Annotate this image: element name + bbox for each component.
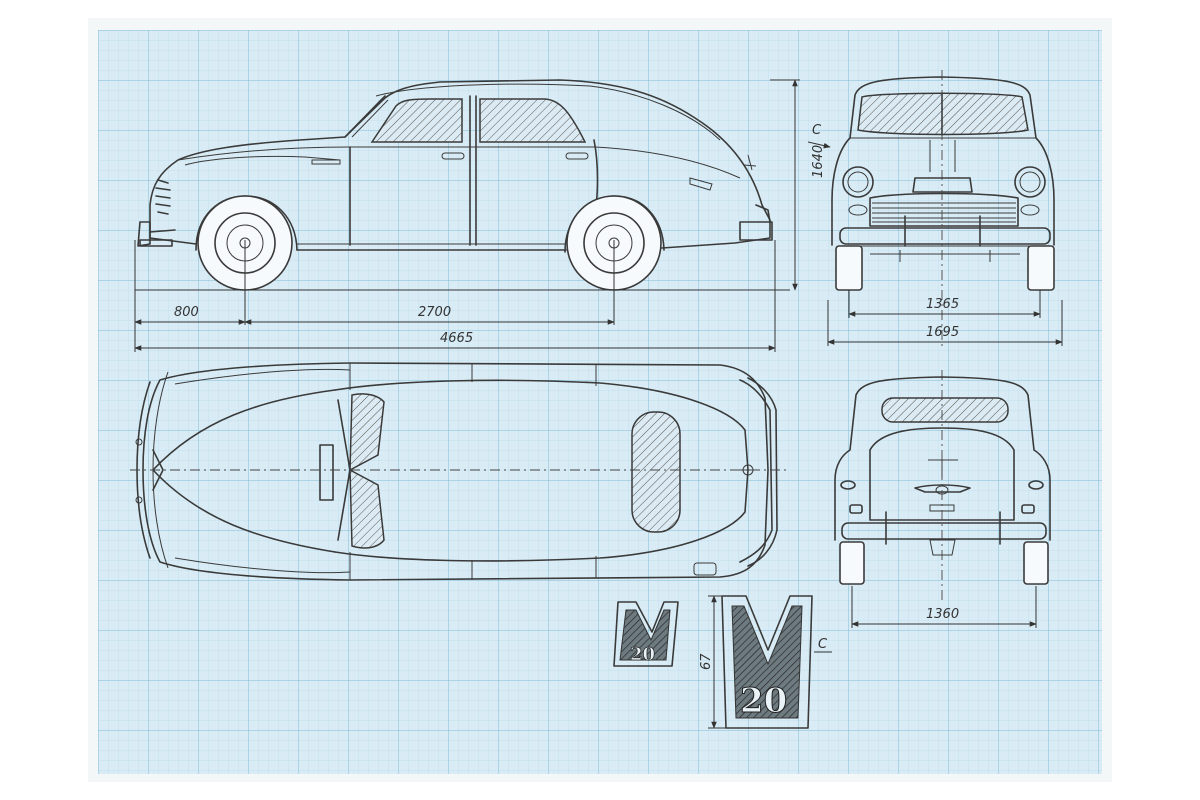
rear-view: [834, 370, 1051, 600]
emblem-large: 20: [721, 595, 813, 729]
emblem-small: 20: [613, 601, 679, 667]
dim-front-overhang: 800: [174, 305, 199, 320]
side-view-dimensions: 800 2700 4665 1640: [134, 79, 826, 352]
emblem-dimensions: 67 C: [699, 595, 832, 729]
top-view: [130, 362, 790, 581]
top-rear-window: [631, 411, 681, 533]
front-windshield: [857, 92, 1029, 136]
dim-emblem-height: 67: [699, 653, 714, 670]
side-view: [135, 79, 790, 291]
side-window-rear: [479, 98, 587, 143]
emblem-small-number: 20: [630, 644, 655, 665]
rear-window: [881, 397, 1009, 423]
emblem-marker-label: C: [818, 637, 828, 652]
rear-view-dimensions: 1360: [851, 586, 1037, 628]
top-windshield: [349, 393, 385, 472]
rear-bumper: [841, 522, 1047, 540]
headlight-left: [842, 166, 874, 198]
dim-front-track: 1365: [926, 297, 959, 312]
front-bumper: [839, 227, 1051, 245]
headlight-right: [1014, 166, 1046, 198]
front-view-dimensions: 1365 1695: [827, 290, 1063, 346]
dim-wheelbase: 2700: [418, 305, 451, 320]
dim-overall-length: 4665: [440, 331, 473, 346]
dim-height: 1640: [811, 145, 826, 178]
view-marker-label: C: [812, 123, 822, 138]
side-window-front: [370, 98, 463, 143]
front-view: C: [807, 70, 1055, 350]
dim-rear-track: 1360: [926, 607, 959, 622]
emblem-large-number: 20: [740, 681, 787, 721]
dim-overall-width: 1695: [926, 325, 959, 340]
